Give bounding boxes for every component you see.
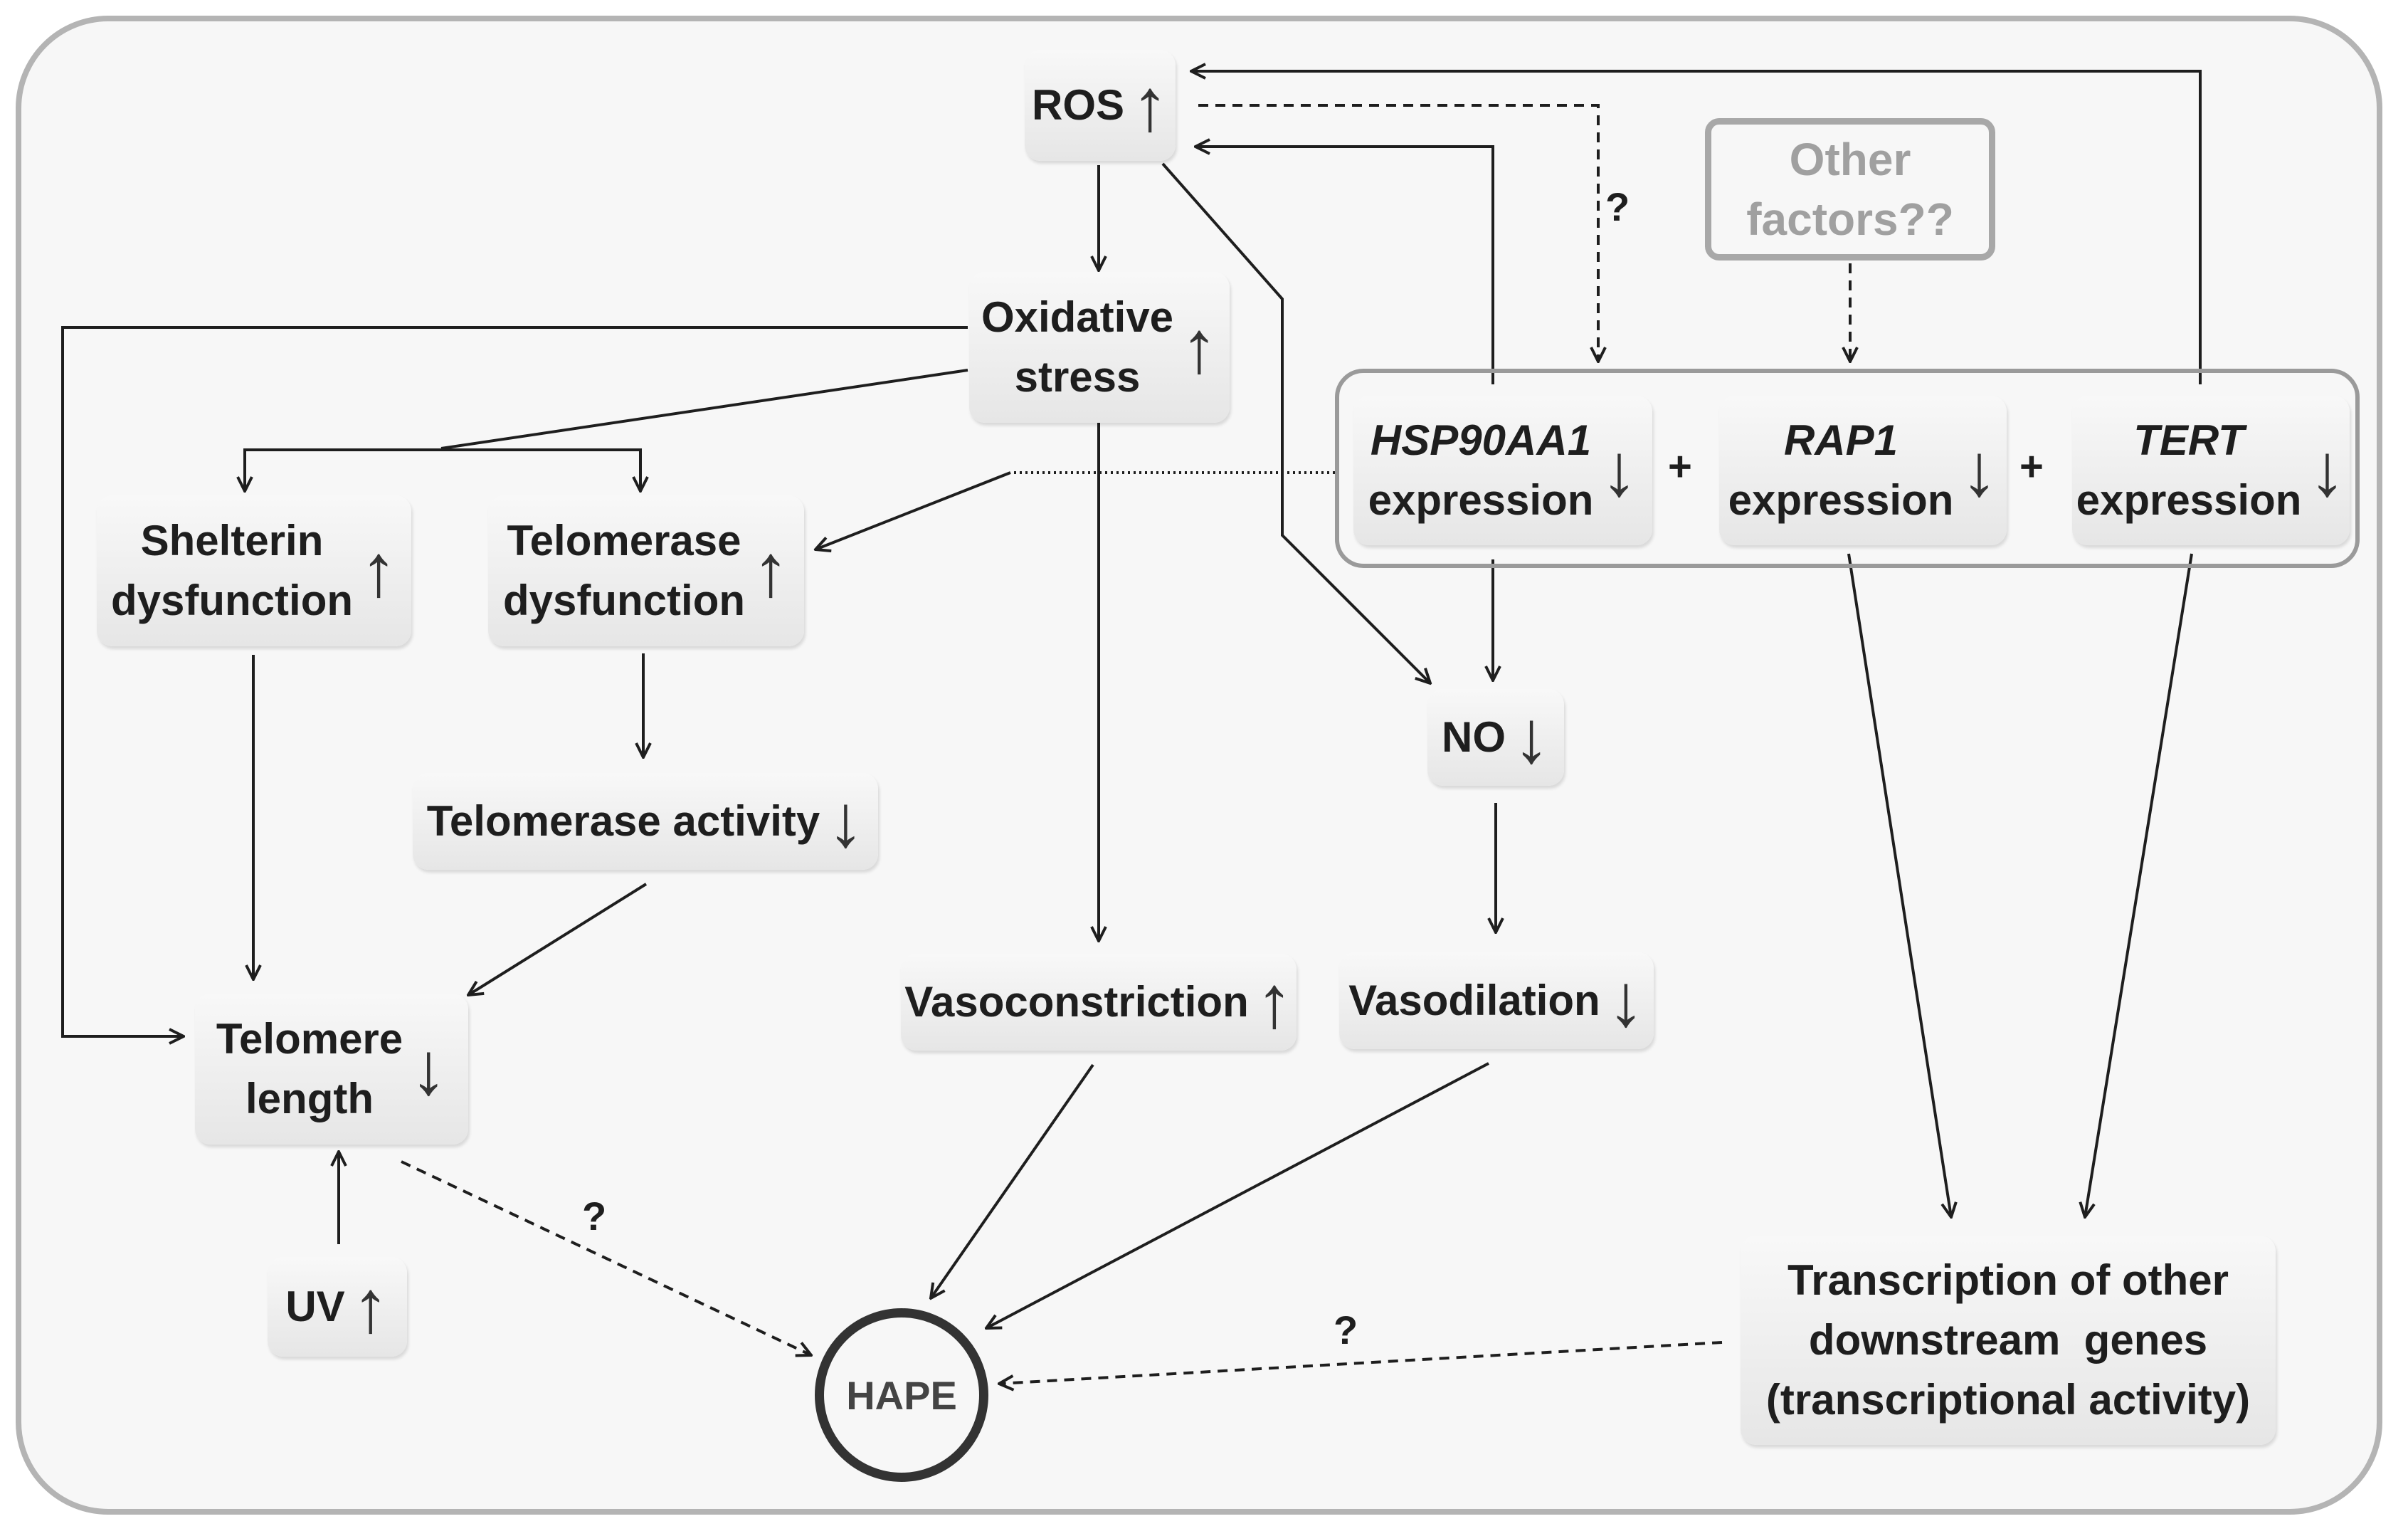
increase-arrow-icon: ↑ <box>752 530 789 612</box>
other-factors-node: Other factors?? <box>1705 118 1995 261</box>
uncertainty-mark: ? <box>1334 1308 1358 1352</box>
decrease-arrow-icon: ↓ <box>1600 429 1638 512</box>
edge-ros-no <box>1161 162 1430 683</box>
hsp90aa1-label: HSP90AA1 expression <box>1368 411 1594 530</box>
oxidative-stress-label: Oxidative stress <box>981 293 1174 401</box>
decrease-arrow-icon: ↓ <box>1607 959 1644 1042</box>
decrease-arrow-icon: ↓ <box>410 1028 448 1110</box>
increase-arrow-icon: ↑ <box>360 530 397 612</box>
edge-tert-ros <box>1191 71 2202 384</box>
vasoconstriction-node: Vasoconstriction↑ <box>901 954 1297 1051</box>
decrease-arrow-icon: ↓ <box>1960 429 1998 512</box>
edge-split-shelterin <box>245 448 441 491</box>
shelterin-dysfunction-node: Shelterin dysfunction↑ <box>97 495 411 646</box>
edge-oxidative-split <box>440 369 968 450</box>
gene-expression-group <box>1335 369 2360 568</box>
tert-label: TERT expression <box>2076 411 2302 530</box>
hsp90aa1-suffix: expression <box>1368 476 1594 524</box>
hape-node: HAPE <box>815 1308 988 1482</box>
no-node: NO↓ <box>1427 689 1564 786</box>
ros-node: ROS↑ <box>1025 50 1176 161</box>
rap1-suffix: expression <box>1728 476 1954 524</box>
edge-rap1-transcription <box>1847 553 1951 1217</box>
rap1-node: RAP1 expression↓ <box>1719 396 2007 545</box>
edge-hsp90-ros <box>1195 147 1494 384</box>
uncertainty-mark: ? <box>1605 184 1630 229</box>
transcription-node: Transcription of other downstream genes … <box>1741 1236 2276 1445</box>
increase-arrow-icon: ↑ <box>1131 64 1169 147</box>
edge-split-telomerase <box>441 448 640 491</box>
ros-label: ROS <box>1031 81 1125 129</box>
uv-label: UV <box>285 1283 345 1330</box>
decrease-arrow-icon: ↓ <box>1513 696 1550 779</box>
shelterin-label: Shelterin dysfunction <box>111 517 353 624</box>
edge-vasoconstriction-hape <box>931 1063 1094 1298</box>
decrease-arrow-icon: ↓ <box>2308 429 2346 512</box>
hsp90aa1-gene-name: HSP90AA1 <box>1370 416 1592 464</box>
plus-operator: + <box>1668 443 1692 490</box>
decrease-arrow-icon: ↓ <box>827 780 865 863</box>
increase-arrow-icon: ↑ <box>352 1266 389 1348</box>
hape-label: HAPE <box>846 1372 957 1418</box>
edge-genes-telomerase-arrow <box>815 471 1011 549</box>
telomere-length-label: Telomere length <box>216 1015 403 1122</box>
telomerase-activity-label: Telomerase activity <box>426 797 820 845</box>
uv-node: UV↑ <box>268 1257 407 1357</box>
vasoconstriction-label: Vasoconstriction <box>904 978 1249 1026</box>
telomere-length-node: Telomere length↓ <box>195 994 468 1145</box>
telomerase-dysfunction-node: Telomerase dysfunction↑ <box>488 495 804 646</box>
telomerase-activity-node: Telomerase activity↓ <box>413 773 878 870</box>
hsp90aa1-node: HSP90AA1 expression↓ <box>1353 396 1652 545</box>
plus-operator: + <box>2019 443 2044 490</box>
edge-ros-genes-dashed <box>1198 104 1598 362</box>
rap1-label: RAP1 expression <box>1728 411 1954 530</box>
no-label: NO <box>1442 713 1506 761</box>
edge-vasodilation-hape <box>986 1062 1489 1328</box>
edge-activity-telomere <box>468 883 648 995</box>
transcription-label: Transcription of other downstream genes … <box>1765 1256 2251 1424</box>
edge-telomere-hape-dashed <box>401 1160 811 1355</box>
edge-transcription-hape-dashed <box>999 1341 1723 1384</box>
telomerase-dysfunction-label: Telomerase dysfunction <box>503 517 745 624</box>
vasodilation-label: Vasodilation <box>1348 977 1600 1024</box>
increase-arrow-icon: ↑ <box>1255 961 1293 1043</box>
uncertainty-mark: ? <box>582 1194 607 1238</box>
edge-tert-transcription <box>2085 553 2193 1217</box>
rap1-gene-name: RAP1 <box>1783 416 1899 464</box>
oxidative-stress-node: Oxidative stress↑ <box>969 272 1230 423</box>
tert-node: TERT expression↓ <box>2072 396 2350 545</box>
tert-gene-name: TERT <box>2133 416 2244 464</box>
increase-arrow-icon: ↑ <box>1181 306 1218 389</box>
edge-oxidative-telomere <box>61 326 968 1036</box>
tert-suffix: expression <box>2076 476 2302 524</box>
vasodilation-node: Vasodilation↓ <box>1339 952 1654 1049</box>
